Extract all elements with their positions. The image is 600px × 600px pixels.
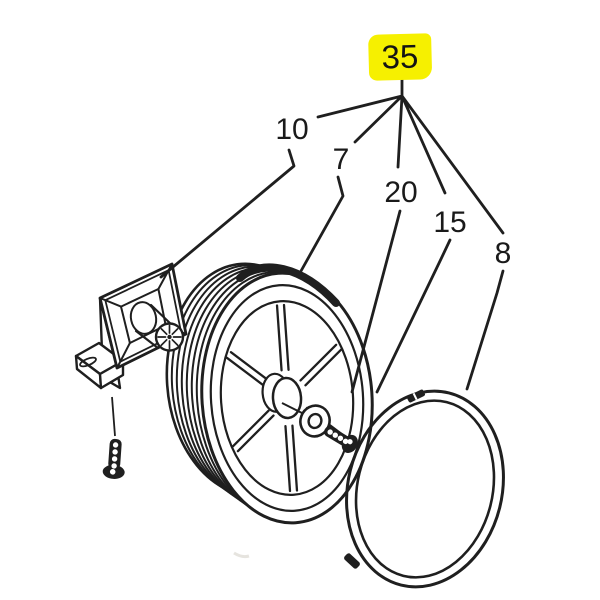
leader-8 bbox=[465, 269, 505, 391]
callout-15-label[interactable]: 15 bbox=[433, 206, 467, 239]
ring-joint-tab-bottom bbox=[344, 553, 360, 569]
callout-8-label[interactable]: 8 bbox=[494, 237, 512, 270]
callout-35-label: 35 bbox=[381, 37, 419, 76]
mount-bracket-drawing bbox=[74, 262, 188, 390]
callout-10-label[interactable]: 10 bbox=[275, 113, 309, 146]
callout-fan-from-35 bbox=[316, 76, 505, 235]
foot-slot bbox=[79, 356, 97, 368]
callout-7-label[interactable]: 7 bbox=[332, 143, 350, 176]
callout-35-badge[interactable]: 35 bbox=[368, 33, 432, 81]
leader-7 bbox=[299, 175, 345, 273]
scan-smudge bbox=[233, 551, 250, 559]
tread-top-shading bbox=[236, 263, 340, 307]
hub-screw-drawing bbox=[324, 426, 358, 453]
leader-lines bbox=[159, 76, 505, 394]
callout-20-label[interactable]: 20 bbox=[384, 176, 418, 209]
retaining-ring-drawing bbox=[345, 389, 505, 589]
leader-10 bbox=[159, 148, 296, 279]
hub-washer-drawing bbox=[299, 404, 331, 438]
ring-joint-tab-top bbox=[407, 389, 425, 403]
leader-15 bbox=[375, 238, 452, 394]
leader-20 bbox=[350, 209, 402, 394]
mount-screw-drawing bbox=[102, 396, 125, 479]
grooved-wheel-drawing bbox=[165, 262, 374, 525]
